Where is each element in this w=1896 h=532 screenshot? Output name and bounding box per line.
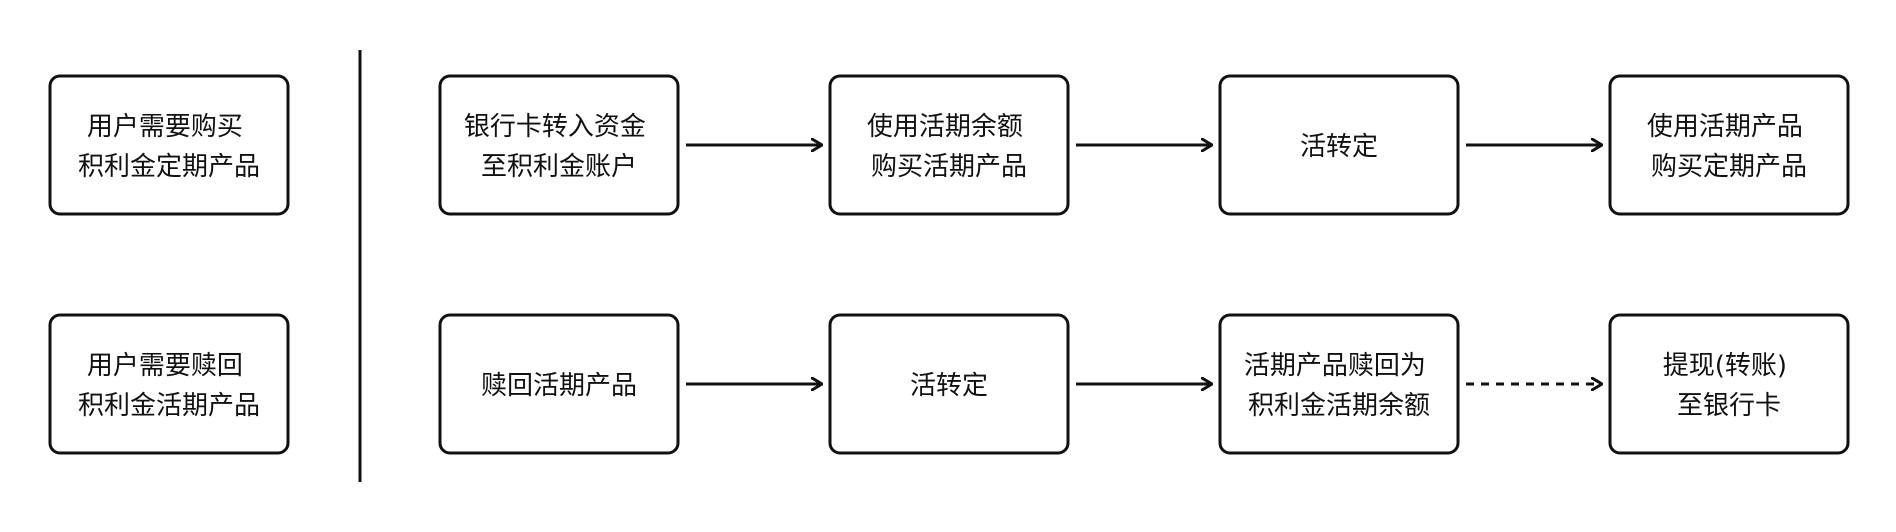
step-box-transfer-in: 银行卡转入资金 至积利金账户 xyxy=(438,74,680,216)
trigger-purchase-line-1: 用户需要购买 xyxy=(87,112,243,142)
step-transfer-in-line-1: 银行卡转入资金 xyxy=(464,112,646,142)
step-buy-current-line-2: 购买活期产品 xyxy=(871,152,1027,182)
svg-text:使用活期产品 购买定期产品: 使用活期产品 购买定期产品 xyxy=(1647,112,1811,182)
row-purchase-flow: 用户需要购买 积利金定期产品 银行卡转入资金 至积利金账户 使用活期余额 购买活… xyxy=(48,74,1850,216)
trigger-box-redeem: 用户需要赎回 积利金活期产品 xyxy=(48,313,290,455)
svg-text:用户需要赎回 积利金活期产品: 用户需要赎回 积利金活期产品 xyxy=(78,351,260,421)
step-box-buy-fixed: 使用活期产品 购买定期产品 xyxy=(1608,74,1850,216)
step-convert-2-line-1: 活转定 xyxy=(910,371,988,401)
step-box-withdraw: 提现(转账) 至银行卡 xyxy=(1608,313,1850,455)
step-withdraw-line-1: 提现(转账) xyxy=(1663,351,1787,381)
trigger-redeem-line-2: 积利金活期产品 xyxy=(78,391,260,421)
svg-text:赎回活期产品: 赎回活期产品 xyxy=(481,371,637,401)
step-withdraw-line-2: 至银行卡 xyxy=(1677,391,1781,421)
step-box-convert-1: 活转定 xyxy=(1218,74,1460,216)
step-convert-1-line-1: 活转定 xyxy=(1300,132,1378,162)
trigger-redeem-line-1: 用户需要赎回 xyxy=(87,351,243,381)
step-redeem-balance-line-2: 积利金活期余额 xyxy=(1248,391,1430,421)
svg-text:活期产品赎回为 积利金活期余额: 活期产品赎回为 积利金活期余额 xyxy=(1244,351,1434,421)
svg-text:用户需要购买 积利金定期产品: 用户需要购买 积利金定期产品 xyxy=(78,112,260,182)
step-redeem-balance-line-1: 活期产品赎回为 xyxy=(1244,351,1426,381)
step-box-convert-2: 活转定 xyxy=(828,313,1070,455)
step-transfer-in-line-2: 至积利金账户 xyxy=(481,152,637,182)
step-redeem-current-line-1: 赎回活期产品 xyxy=(481,371,637,401)
step-buy-current-line-1: 使用活期余额 xyxy=(867,112,1023,142)
step-box-redeem-current: 赎回活期产品 xyxy=(438,313,680,455)
step-box-buy-current: 使用活期余额 购买活期产品 xyxy=(828,74,1070,216)
svg-text:活转定: 活转定 xyxy=(1300,132,1378,162)
step-buy-fixed-line-1: 使用活期产品 xyxy=(1647,112,1803,142)
trigger-box-purchase: 用户需要购买 积利金定期产品 xyxy=(48,74,290,216)
svg-text:使用活期余额 购买活期产品: 使用活期余额 购买活期产品 xyxy=(867,112,1031,182)
svg-text:活转定: 活转定 xyxy=(910,371,988,401)
step-buy-fixed-line-2: 购买定期产品 xyxy=(1651,152,1807,182)
svg-text:银行卡转入资金 至积利金账户: 银行卡转入资金 至积利金账户 xyxy=(464,112,654,182)
step-box-redeem-to-balance: 活期产品赎回为 积利金活期余额 xyxy=(1218,313,1460,455)
trigger-purchase-line-2: 积利金定期产品 xyxy=(78,152,260,182)
row-redeem-flow: 用户需要赎回 积利金活期产品 赎回活期产品 活转定 活期产品赎回为 积利金活期余… xyxy=(48,313,1850,455)
svg-text:提现(转账) 至银行卡: 提现(转账) 至银行卡 xyxy=(1663,351,1796,421)
